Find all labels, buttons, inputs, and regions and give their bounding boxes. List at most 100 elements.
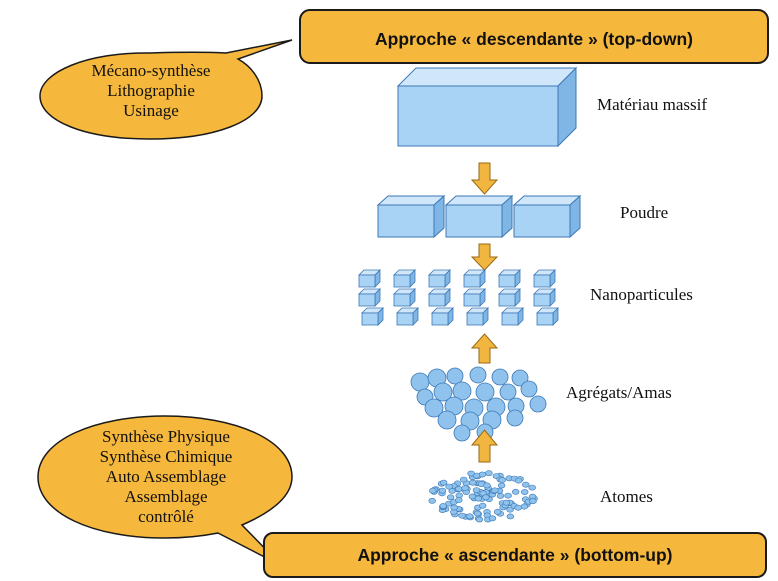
aggregate-sphere xyxy=(452,381,472,401)
aggregate-sphere xyxy=(469,366,487,384)
top-banner-box xyxy=(299,9,769,64)
nanoparticle-cube xyxy=(463,288,486,307)
atom-dot xyxy=(511,488,520,495)
atom-dot xyxy=(496,492,505,499)
atom-dot xyxy=(482,494,490,501)
arrow-up-icon xyxy=(470,429,499,463)
stage-label-nanoparticles: Nanoparticules xyxy=(590,285,693,304)
atom-dot xyxy=(528,484,536,491)
bulk-material-cube xyxy=(396,66,578,148)
atom-dot xyxy=(514,477,523,484)
top-method-bubble: Mécano-synthèse Lithographie Usinage xyxy=(39,39,293,140)
atom-dot xyxy=(469,479,477,486)
powder-cube xyxy=(376,194,446,239)
bottom-bubble-line: contrôlé xyxy=(138,507,194,526)
cube-front-face xyxy=(397,85,559,147)
atom-dot xyxy=(485,470,493,477)
top-banner-label: Approche « descendante » (top-down) xyxy=(375,29,693,49)
nanoparticle-cube xyxy=(466,307,489,326)
stage-label-aggregates: Agrégats/Amas xyxy=(566,383,672,402)
atom-dot xyxy=(491,487,499,494)
bottom-up-banner: Approche « ascendante » (bottom-up) xyxy=(263,532,767,578)
bottom-method-bubble: Synthèse Physique Synthèse Chimique Auto… xyxy=(37,415,293,567)
atom-dot xyxy=(497,482,506,489)
atom-dot xyxy=(529,498,537,505)
nanoparticle-cube xyxy=(393,288,416,307)
aggregate-sphere xyxy=(511,369,529,387)
atom-dot xyxy=(446,494,455,501)
nanoparticle-cube xyxy=(431,307,454,326)
bottom-bubble-line: Synthèse Physique xyxy=(102,427,230,446)
aggregate-sphere xyxy=(437,410,457,430)
nanoparticle-cube xyxy=(396,307,419,326)
aggregate-sphere xyxy=(453,424,471,442)
aggregate-sphere xyxy=(520,380,538,398)
stage-label-atoms: Atomes xyxy=(600,487,653,506)
atom-dot xyxy=(472,487,481,493)
atom-dot xyxy=(455,485,463,492)
atom-dot xyxy=(458,512,466,519)
nanoparticle-cube xyxy=(361,307,384,326)
nanoparticle-cube xyxy=(536,307,559,326)
arrow-down-icon xyxy=(470,162,499,195)
nanoparticle-cube xyxy=(428,288,451,307)
atom-dot xyxy=(504,492,512,499)
atom-dot xyxy=(429,487,437,494)
atom-dot xyxy=(479,502,487,509)
atoms-cloud xyxy=(428,470,538,523)
atom-dot xyxy=(461,485,469,491)
nanoparticle-cube xyxy=(428,269,451,288)
bottom-banner-box xyxy=(263,532,767,578)
nanoparticle-cube xyxy=(498,269,521,288)
bottom-banner-label: Approche « ascendante » (bottom-up) xyxy=(357,545,672,565)
atom-dot xyxy=(438,487,447,494)
top-bubble-line: Mécano-synthèse xyxy=(92,61,211,80)
atom-dot xyxy=(439,503,447,509)
aggregate-sphere xyxy=(529,395,547,413)
nanoparticle-cube xyxy=(358,288,381,307)
powder-cube xyxy=(512,194,582,239)
arrow-up-icon xyxy=(470,333,499,364)
aggregate-sphere xyxy=(424,398,444,418)
atom-dot xyxy=(428,497,436,504)
atom-dot xyxy=(466,513,474,520)
atom-dot xyxy=(520,489,529,495)
nanoparticle-cube xyxy=(463,269,486,288)
atom-dot xyxy=(474,495,482,502)
aggregate-sphere xyxy=(491,368,509,386)
atom-dot xyxy=(514,504,522,511)
top-bubble-line: Usinage xyxy=(123,101,179,120)
aggregate-sphere xyxy=(433,382,453,402)
nanoparticles-grid xyxy=(358,269,559,326)
stage-label-bulk: Matériau massif xyxy=(597,95,707,114)
nanoparticle-cube xyxy=(393,269,416,288)
aggregate-sphere xyxy=(446,367,464,385)
aggregate-sphere xyxy=(506,409,524,427)
powder-cubes xyxy=(376,194,582,239)
arrow-down-icon xyxy=(470,243,499,271)
top-down-banner: Approche « descendante » (top-down) xyxy=(299,9,769,64)
cube-top-face xyxy=(396,67,578,87)
atom-dot xyxy=(493,508,502,515)
nanoparticle-cube xyxy=(358,269,381,288)
atom-dot xyxy=(467,470,475,477)
atom-dot xyxy=(455,497,463,503)
aggregates-cluster xyxy=(410,366,547,442)
atom-dot xyxy=(475,516,484,523)
nanoparticle-cube xyxy=(498,288,521,307)
aggregate-sphere xyxy=(499,383,517,401)
nanoparticle-cube xyxy=(533,288,556,307)
top-bubble-shape xyxy=(39,39,293,140)
nanoparticle-cube xyxy=(501,307,524,326)
bottom-bubble-line: Auto Assemblage xyxy=(106,467,226,486)
atom-dot xyxy=(473,510,482,517)
atom-dot xyxy=(506,513,515,520)
atom-dot xyxy=(483,482,491,489)
bottom-bubble-line: Synthèse Chimique xyxy=(100,447,233,466)
aggregate-sphere xyxy=(410,372,430,392)
aggregate-sphere xyxy=(475,382,495,402)
atom-dot xyxy=(520,503,528,510)
atom-dot xyxy=(522,481,530,488)
atom-dot xyxy=(502,499,511,506)
